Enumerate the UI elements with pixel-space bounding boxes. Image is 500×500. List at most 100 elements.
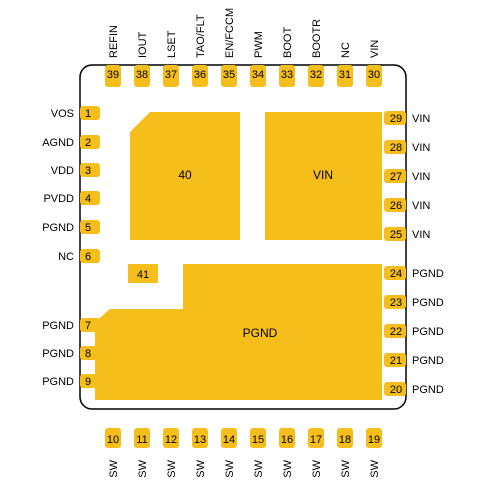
pin-17-number: 17 — [310, 434, 322, 446]
pin-28-name: VIN — [412, 142, 430, 154]
pin-25-number: 25 — [390, 229, 402, 241]
pin-11-number: 11 — [136, 434, 147, 446]
pin-21-number: 21 — [390, 355, 402, 367]
pin-33-pad — [279, 65, 295, 87]
pin-34-number: 34 — [252, 69, 264, 81]
pin-20-pad — [384, 382, 406, 396]
pin-18-pad — [337, 428, 353, 448]
pin-15-name: SW — [253, 459, 265, 477]
exposed-pad-vin — [265, 112, 382, 240]
pin-9-name: PGND — [42, 376, 74, 388]
pin-26-name: VIN — [412, 200, 430, 212]
pin-15-pad — [250, 428, 266, 448]
pin-32-pad — [308, 65, 324, 87]
pin-4-pad — [80, 191, 100, 205]
pin-14-name: SW — [224, 459, 236, 477]
pin-10-name: SW — [108, 459, 120, 477]
exposed-pad-40-label: 40 — [178, 168, 192, 182]
pin-39-name: REFIN — [108, 25, 120, 58]
pin-12-name: SW — [166, 459, 178, 477]
pin-12-pad — [163, 428, 179, 448]
pin-29-pad — [384, 111, 406, 125]
pin-3-name: VDD — [51, 165, 74, 177]
pin-21-pad — [384, 353, 406, 367]
pin-27-pad — [384, 169, 406, 183]
pin-37-number: 37 — [165, 69, 177, 81]
pin-4-name: PVDD — [43, 193, 74, 205]
pin-8-name: PGND — [42, 348, 74, 360]
pin-26-pad — [384, 198, 406, 212]
pin-29-number: 29 — [390, 113, 402, 125]
exposed-pad-41-label: 41 — [137, 269, 149, 281]
pin-28-number: 28 — [390, 142, 402, 154]
pin-2-number: 2 — [85, 137, 91, 149]
pin-38-number: 38 — [136, 69, 148, 81]
pin-11-name: SW — [137, 459, 149, 477]
pin-27-name: VIN — [412, 171, 430, 183]
pin-18-name: SW — [340, 459, 352, 477]
pin-31-number: 31 — [339, 69, 351, 81]
pin-1-pad — [80, 106, 100, 120]
pin-16-name: SW — [282, 459, 294, 477]
pin-23-pad — [384, 295, 406, 309]
pin-23-name: PGND — [412, 297, 444, 309]
pin-14-number: 14 — [223, 434, 235, 446]
exposed-pad-vin-label: VIN — [313, 168, 333, 182]
pin-33-name: BOOT — [282, 27, 294, 58]
pin-24-name: PGND — [412, 268, 444, 280]
pin-7-name: PGND — [42, 320, 74, 332]
pin-1-name: VOS — [51, 108, 74, 120]
pin-32-number: 32 — [310, 69, 322, 81]
pin-5-name: PGND — [42, 222, 74, 234]
pin-37-pad — [163, 65, 179, 87]
pin-30-name: VIN — [369, 40, 381, 58]
pin-20-number: 20 — [390, 384, 402, 396]
pin-13-name: SW — [195, 459, 207, 477]
pin-24-number: 24 — [390, 268, 402, 280]
pin-26-number: 26 — [390, 200, 402, 212]
pin-12-number: 12 — [165, 434, 177, 446]
pin-19-number: 19 — [368, 434, 380, 446]
pin-33-number: 33 — [281, 69, 293, 81]
pin-23-number: 23 — [390, 297, 402, 309]
pins-layer: 1VOS2AGND3VDD4PVDD5PGND6NC7PGND8PGND9PGN… — [42, 8, 444, 478]
pin-14-pad — [221, 428, 237, 448]
pin-7-number: 7 — [85, 320, 91, 332]
pin-19-pad — [366, 428, 382, 448]
pin-13-pad — [192, 428, 208, 448]
pin-2-pad — [80, 135, 100, 149]
pin-11-pad — [134, 428, 150, 448]
pin-2-name: AGND — [42, 137, 74, 149]
exposed-pad-pgnd-label: PGND — [243, 326, 278, 340]
pin-34-pad — [250, 65, 266, 87]
pin-17-pad — [308, 428, 324, 448]
pin-6-pad — [80, 249, 100, 263]
pin-10-number: 10 — [107, 434, 119, 446]
exposed-pad-41 — [128, 264, 158, 283]
pin-18-number: 18 — [339, 434, 351, 446]
pin-9-number: 9 — [85, 376, 91, 388]
pin-20-name: PGND — [412, 384, 444, 396]
pin-1-number: 1 — [85, 108, 91, 120]
pin-13-number: 13 — [194, 434, 206, 446]
pin-6-number: 6 — [85, 251, 91, 263]
pin-22-name: PGND — [412, 326, 444, 338]
pin-25-pad — [384, 227, 406, 241]
pin-35-pad — [221, 65, 237, 87]
pin-16-pad — [279, 428, 295, 448]
pin-16-number: 16 — [281, 434, 293, 446]
pin-21-name: PGND — [412, 355, 444, 367]
pin-3-number: 3 — [85, 165, 91, 177]
pin-7-pad — [80, 318, 100, 332]
pin-24-pad — [384, 266, 406, 280]
pin-22-pad — [384, 324, 406, 338]
pin-32-name: BOOTR — [311, 19, 323, 58]
pin-37-name: LSET — [166, 30, 178, 58]
pin-28-pad — [384, 140, 406, 154]
pin-8-number: 8 — [85, 348, 91, 360]
pin-17-name: SW — [311, 459, 323, 477]
pin-31-name: NC — [340, 42, 352, 58]
pin-9-pad — [80, 374, 100, 388]
exposed-pad-40 — [130, 112, 240, 240]
pin-5-number: 5 — [85, 222, 91, 234]
